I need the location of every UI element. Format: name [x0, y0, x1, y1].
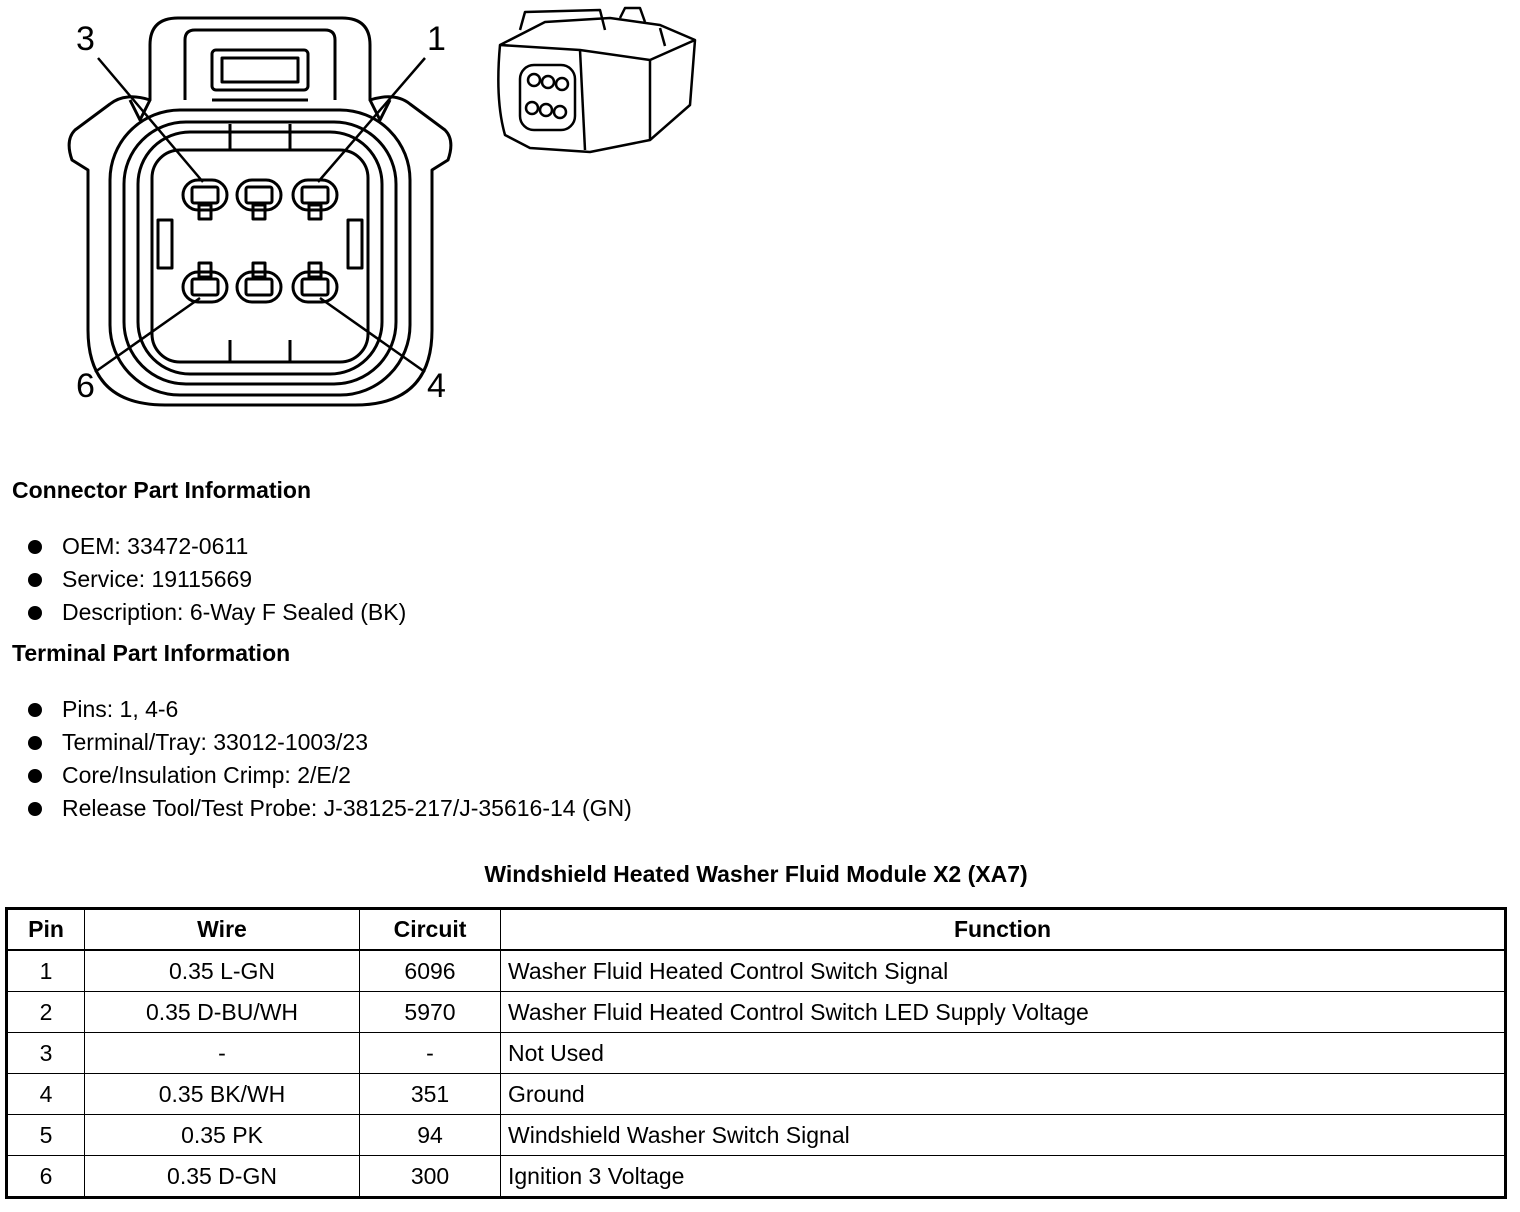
cell-pin: 6 [6, 1155, 85, 1198]
bullet-icon [28, 573, 42, 587]
pinout-table: Pin Wire Circuit Function 1 0.35 L-GN 60… [5, 907, 1507, 1199]
seal-ring-middle [122, 120, 398, 386]
latch [183, 28, 337, 100]
cell-function: Washer Fluid Heated Control Switch LED S… [500, 991, 1506, 1033]
cell-wire: - [84, 1032, 360, 1074]
table-row: 6 0.35 D-GN 300 Ignition 3 Voltage [6, 1155, 1506, 1198]
cell-pin: 1 [6, 949, 85, 992]
housing-outline [67, 16, 453, 407]
cell-pin: 5 [6, 1114, 85, 1156]
leader-lines [94, 57, 426, 374]
cell-function: Ground [500, 1073, 1506, 1115]
pin-row-bottom [181, 261, 339, 304]
connector-isometric-view [497, 6, 697, 154]
cell-function: Washer Fluid Heated Control Switch Signa… [500, 949, 1506, 992]
list-item: Core/Insulation Crimp: 2/E/2 [28, 759, 632, 792]
list-item: Pins: 1, 4-6 [28, 693, 632, 726]
bullet-icon [28, 736, 42, 750]
cell-circuit: 5970 [359, 991, 501, 1033]
connector-face-diagram: 3 1 6 4 [67, 6, 697, 407]
terminal-info-section: Terminal Part Information [12, 640, 290, 668]
pin-label-1: 1 [427, 20, 446, 58]
cell-circuit: 300 [359, 1155, 501, 1198]
table-row: 5 0.35 PK 94 Windshield Washer Switch Si… [6, 1114, 1506, 1156]
list-item: Description: 6-Way F Sealed (BK) [28, 596, 406, 629]
seal-ring-outer [108, 108, 412, 397]
table-title: Windshield Heated Washer Fluid Module X2… [484, 861, 1028, 887]
list-item: OEM: 33472-0611 [28, 530, 406, 563]
list-item: Release Tool/Test Probe: J-38125-217/J-3… [28, 792, 632, 825]
cell-wire: 0.35 D-GN [84, 1155, 360, 1198]
cell-wire: 0.35 L-GN [84, 949, 360, 992]
cell-circuit: 6096 [359, 949, 501, 992]
list-item: Terminal/Tray: 33012-1003/23 [28, 726, 632, 759]
cell-function: Not Used [500, 1032, 1506, 1074]
list-item: Service: 19115669 [28, 563, 406, 596]
cell-wire: 0.35 D-BU/WH [84, 991, 360, 1033]
terminal-info-list: Pins: 1, 4-6 Terminal/Tray: 33012-1003/2… [28, 693, 632, 825]
side-slot-right [346, 218, 364, 270]
bullet-icon [28, 606, 42, 620]
table-row: 3 - - Not Used [6, 1032, 1506, 1074]
connector-info-title: Connector Part Information [12, 477, 312, 503]
table-header-row: Pin Wire Circuit Function [6, 908, 1506, 951]
cell-pin: 2 [6, 991, 85, 1033]
table-row: 1 0.35 L-GN 6096 Washer Fluid Heated Con… [6, 949, 1506, 992]
cell-pin: 3 [6, 1032, 85, 1074]
pin-label-6: 6 [76, 367, 95, 405]
bullet-icon [28, 769, 42, 783]
pin-cavity [150, 148, 370, 364]
side-slot-left [156, 218, 174, 270]
latch-window [210, 48, 310, 92]
bullet-icon [28, 703, 42, 717]
cell-wire: 0.35 BK/WH [84, 1073, 360, 1115]
cell-circuit: - [359, 1032, 501, 1074]
bullet-icon [28, 540, 42, 554]
connector-info-section: Connector Part Information [12, 477, 311, 505]
header-pin: Pin [6, 908, 85, 951]
pin-label-3: 3 [76, 20, 95, 58]
seal-ring-inner [136, 130, 384, 376]
connector-info-list: OEM: 33472-0611 Service: 19115669 Descri… [28, 530, 406, 629]
cell-function: Windshield Washer Switch Signal [500, 1114, 1506, 1156]
header-function: Function [500, 908, 1506, 951]
cell-wire: 0.35 PK [84, 1114, 360, 1156]
table-row: 4 0.35 BK/WH 351 Ground [6, 1073, 1506, 1115]
cell-circuit: 94 [359, 1114, 501, 1156]
cell-function: Ignition 3 Voltage [500, 1155, 1506, 1198]
bullet-icon [28, 802, 42, 816]
cell-pin: 4 [6, 1073, 85, 1115]
pin-label-4: 4 [427, 367, 446, 405]
table-row: 2 0.35 D-BU/WH 5970 Washer Fluid Heated … [6, 991, 1506, 1033]
header-wire: Wire [84, 908, 360, 951]
header-circuit: Circuit [359, 908, 501, 951]
terminal-info-title: Terminal Part Information [12, 640, 291, 666]
cell-circuit: 351 [359, 1073, 501, 1115]
pin-row-top [181, 178, 339, 221]
